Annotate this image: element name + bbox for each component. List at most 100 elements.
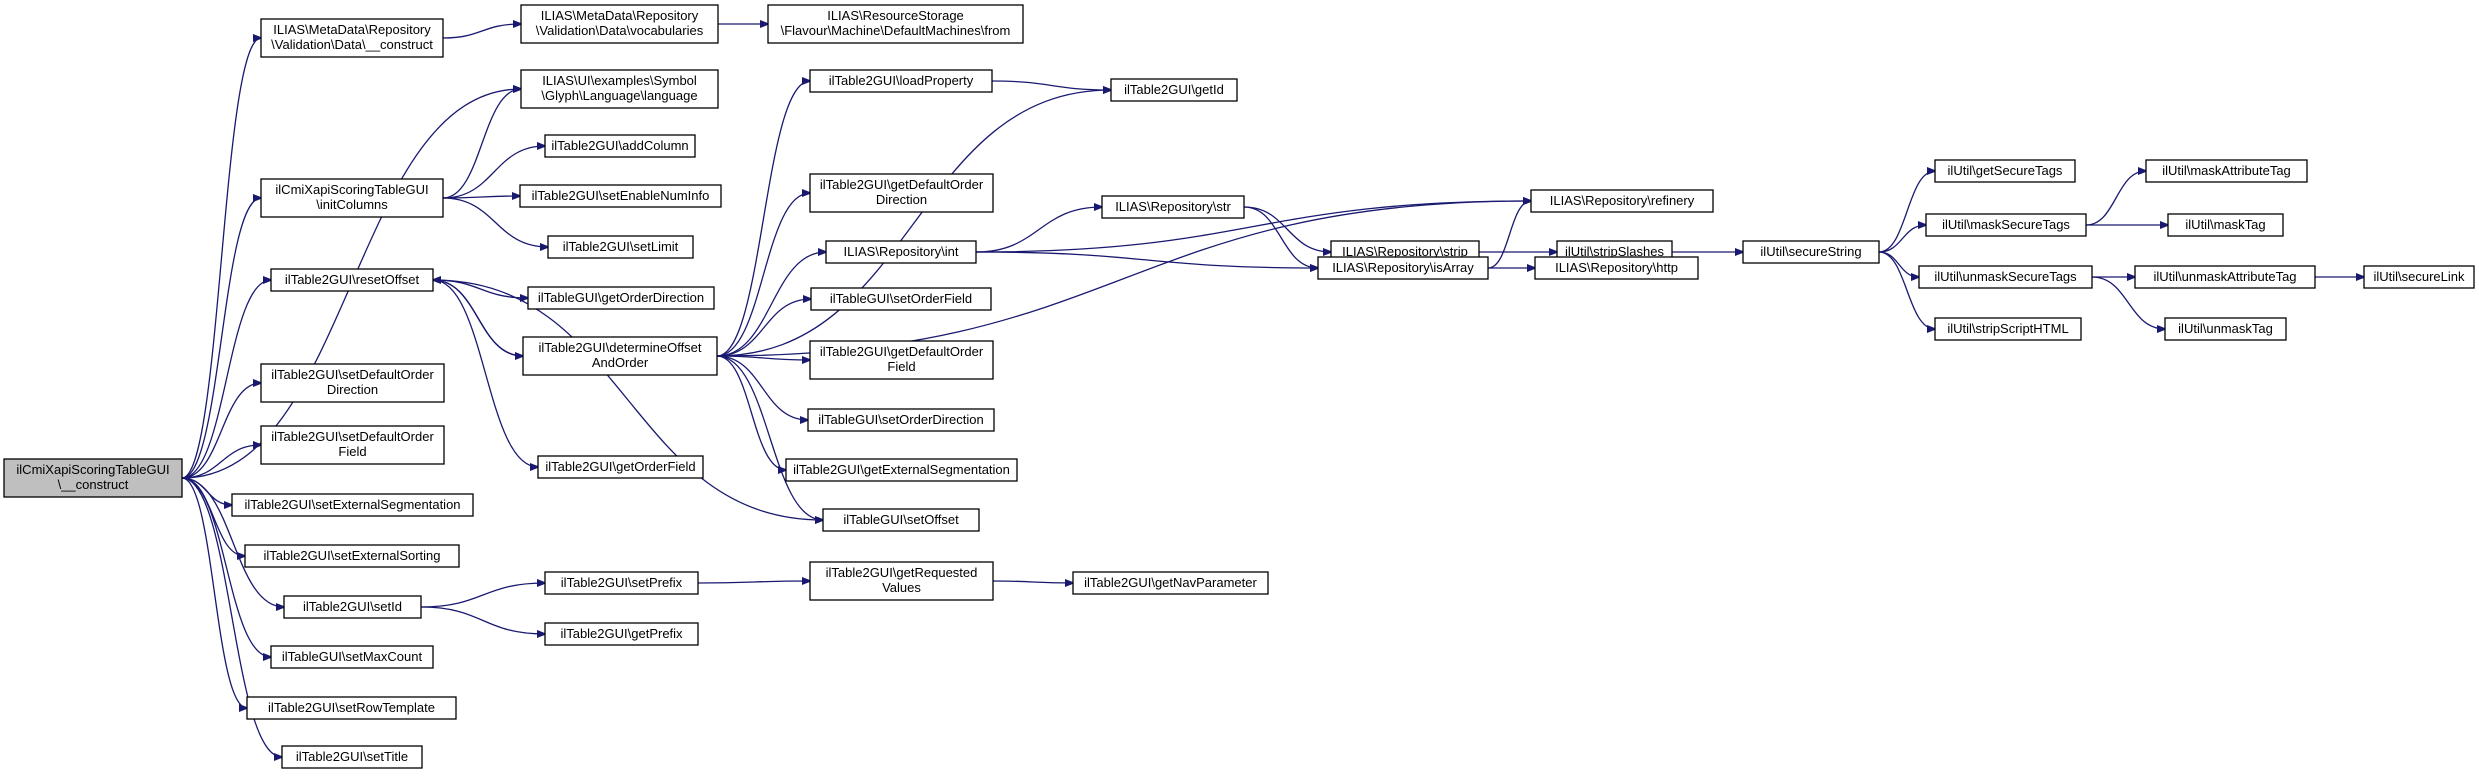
- node-box: [1534, 256, 1699, 280]
- node-ilias-repository-isarray[interactable]: ILIAS\Repository\isArray: [1317, 256, 1489, 280]
- node-iltablegui-setorderdirection[interactable]: ilTableGUI\setOrderDirection: [807, 408, 995, 432]
- edge-arrow: [716, 193, 810, 357]
- node-iltable2gui-getorderfield[interactable]: ilTable2GUI\getOrderField: [537, 455, 704, 479]
- node-label: ilTable2GUI\setRowTemplate: [268, 700, 435, 715]
- edge-n40-n42: [1878, 225, 1926, 253]
- node-ilutil-maskattributetag[interactable]: ilUtil\maskAttributeTag: [2145, 159, 2308, 183]
- edge-n0-n17: [181, 477, 284, 607]
- node-label: ilUtil\maskSecureTags: [1942, 217, 2070, 232]
- node-iltable2gui-addcolumn[interactable]: ilTable2GUI\addColumn: [544, 134, 696, 158]
- edge-n9-n12: [432, 279, 538, 467]
- edge-n11-n27: [716, 193, 810, 357]
- node-ilutil-unmaskattributetag[interactable]: ilUtil\unmaskAttributeTag: [2134, 265, 2316, 289]
- node-label: ilTableGUI\setOffset: [843, 512, 959, 527]
- edge-n0-n22: [181, 477, 271, 657]
- node-box: [537, 455, 704, 479]
- node-iltable2gui-getprefix[interactable]: ilTable2GUI\getPrefix: [544, 622, 699, 646]
- node-ilutil-masktag[interactable]: ilUtil\maskTag: [2167, 213, 2284, 237]
- node-ilias-repository-refinery[interactable]: ILIAS\Repository\refinery: [1530, 189, 1714, 213]
- node-iltablegui-getorderdirection[interactable]: ilTableGUI\getOrderDirection: [527, 286, 715, 310]
- node-iltable2gui-settitle[interactable]: ilTable2GUI\setTitle: [281, 745, 423, 769]
- edge-arrow: [716, 252, 826, 357]
- node-ilias-metadata-repository-validation-data-construct[interactable]: ILIAS\MetaData\Repository\Validation\Dat…: [260, 18, 444, 58]
- node-iltablegui-setorderfield[interactable]: ilTableGUI\setOrderField: [810, 287, 992, 311]
- edge-n11-n26: [716, 90, 1111, 357]
- node-ilutil-masksecuretags[interactable]: ilUtil\maskSecureTags: [1925, 213, 2087, 237]
- edge-arrow: [975, 207, 1102, 253]
- node-ilcmixapiscoringtablegui-construct[interactable]: ilCmiXapiScoringTableGUI\__construct: [3, 458, 183, 498]
- edge-n28-n34: [975, 207, 1102, 253]
- node-box: [1101, 195, 1245, 219]
- node-ilias-repository-int[interactable]: ILIAS\Repository\int: [825, 240, 977, 264]
- node-box: [1925, 213, 2087, 237]
- edge-arrow: [1878, 251, 1919, 277]
- node-iltable2gui-getnavparameter[interactable]: ilTable2GUI\getNavParameter: [1072, 571, 1269, 595]
- node-box: [270, 645, 434, 669]
- edge-n34-n35: [1243, 206, 1331, 252]
- node-iltable2gui-setexternalsegmentation[interactable]: ilTable2GUI\setExternalSegmentation: [231, 493, 474, 517]
- node-box: [809, 340, 994, 380]
- node-box: [520, 69, 719, 109]
- edge-arrow: [1243, 206, 1318, 268]
- node-label: Field: [887, 359, 915, 374]
- node-ilutil-stripscripthtml[interactable]: ilUtil\stripScriptHTML: [1934, 317, 2082, 341]
- node-iltable2gui-setrowtemplate[interactable]: ilTable2GUI\setRowTemplate: [246, 696, 457, 720]
- edge-n18-n20: [697, 581, 810, 583]
- node-iltable2gui-loadproperty[interactable]: ilTable2GUI\loadProperty: [809, 69, 993, 93]
- node-label: \Validation\Data\vocabularies: [536, 23, 704, 38]
- node-box: [544, 622, 699, 646]
- node-label: ilTable2GUI\setDefaultOrder: [271, 429, 434, 444]
- node-ilutil-unmasktag[interactable]: ilUtil\unmaskTag: [2164, 317, 2287, 341]
- node-iltable2gui-setid[interactable]: ilTable2GUI\setId: [283, 595, 422, 619]
- node-box: [2363, 265, 2475, 289]
- node-iltable2gui-resetoffset[interactable]: ilTable2GUI\resetOffset: [270, 268, 434, 292]
- node-ilias-ui-examples-symbol-glyph-language-language[interactable]: ILIAS\UI\examples\Symbol\Glyph\Language\…: [520, 69, 719, 109]
- node-iltable2gui-setlimit[interactable]: ilTable2GUI\setLimit: [547, 235, 694, 259]
- node-ilutil-securestring[interactable]: ilUtil\secureString: [1742, 240, 1880, 264]
- node-ilcmixapiscoringtablegui-initcolumns[interactable]: ilCmiXapiScoringTableGUI\initColumns: [260, 178, 444, 218]
- node-iltable2gui-setprefix[interactable]: ilTable2GUI\setPrefix: [544, 571, 699, 595]
- edge-n0-n1: [181, 38, 261, 479]
- node-box: [1072, 571, 1269, 595]
- node-iltable2gui-getexternalsegmentation[interactable]: ilTable2GUI\getExternalSegmentation: [785, 458, 1018, 482]
- edge-n11-n32: [716, 355, 786, 470]
- node-box: [260, 425, 445, 465]
- node-ilutil-unmasksecuretags[interactable]: ilUtil\unmaskSecureTags: [1918, 265, 2093, 289]
- edge-arrow: [2091, 276, 2165, 329]
- edge-n0-n13: [181, 383, 261, 479]
- node-iltable2gui-setexternalsorting[interactable]: ilTable2GUI\setExternalSorting: [244, 544, 460, 568]
- node-box: [519, 184, 722, 208]
- edge-arrow: [442, 197, 548, 247]
- edge-arrow: [442, 146, 545, 199]
- node-ilutil-securelink[interactable]: ilUtil\secureLink: [2363, 265, 2475, 289]
- edge-n17-n19: [420, 606, 545, 634]
- node-label: ilTable2GUI\getNavParameter: [1084, 575, 1257, 590]
- edge-arrow: [181, 477, 271, 657]
- edge-arrow: [181, 445, 261, 479]
- node-ilias-resourcestorage-flavour-machine-defaultmachines-from[interactable]: ILIAS\ResourceStorage\Flavour\Machine\De…: [767, 4, 1024, 44]
- edge-arrow: [975, 251, 1318, 268]
- node-box: [246, 696, 457, 720]
- edge-n11-n29: [716, 299, 811, 357]
- node-label: ilUtil\secureString: [1760, 244, 1861, 259]
- edge-n0-n16: [181, 477, 245, 556]
- node-iltablegui-setoffset[interactable]: ilTableGUI\setOffset: [822, 508, 980, 532]
- node-ilutil-getsecuretags[interactable]: ilUtil\getSecureTags: [1934, 159, 2076, 183]
- node-label: ilUtil\unmaskAttributeTag: [2153, 269, 2296, 284]
- node-iltable2gui-getid[interactable]: ilTable2GUI\getId: [1110, 78, 1238, 102]
- edge-arrow: [716, 355, 808, 420]
- node-label: \initColumns: [316, 197, 388, 212]
- node-iltable2gui-setenablenuminfo[interactable]: ilTable2GUI\setEnableNumInfo: [519, 184, 722, 208]
- node-iltablegui-setmaxcount[interactable]: ilTableGUI\setMaxCount: [270, 645, 434, 669]
- node-ilias-metadata-repository-validation-data-vocabularies[interactable]: ILIAS\MetaData\Repository\Validation\Dat…: [520, 4, 719, 44]
- node-ilias-repository-http[interactable]: ILIAS\Repository\http: [1534, 256, 1699, 280]
- edge-arrow: [716, 90, 1111, 357]
- node-ilias-repository-str[interactable]: ILIAS\Repository\str: [1101, 195, 1245, 219]
